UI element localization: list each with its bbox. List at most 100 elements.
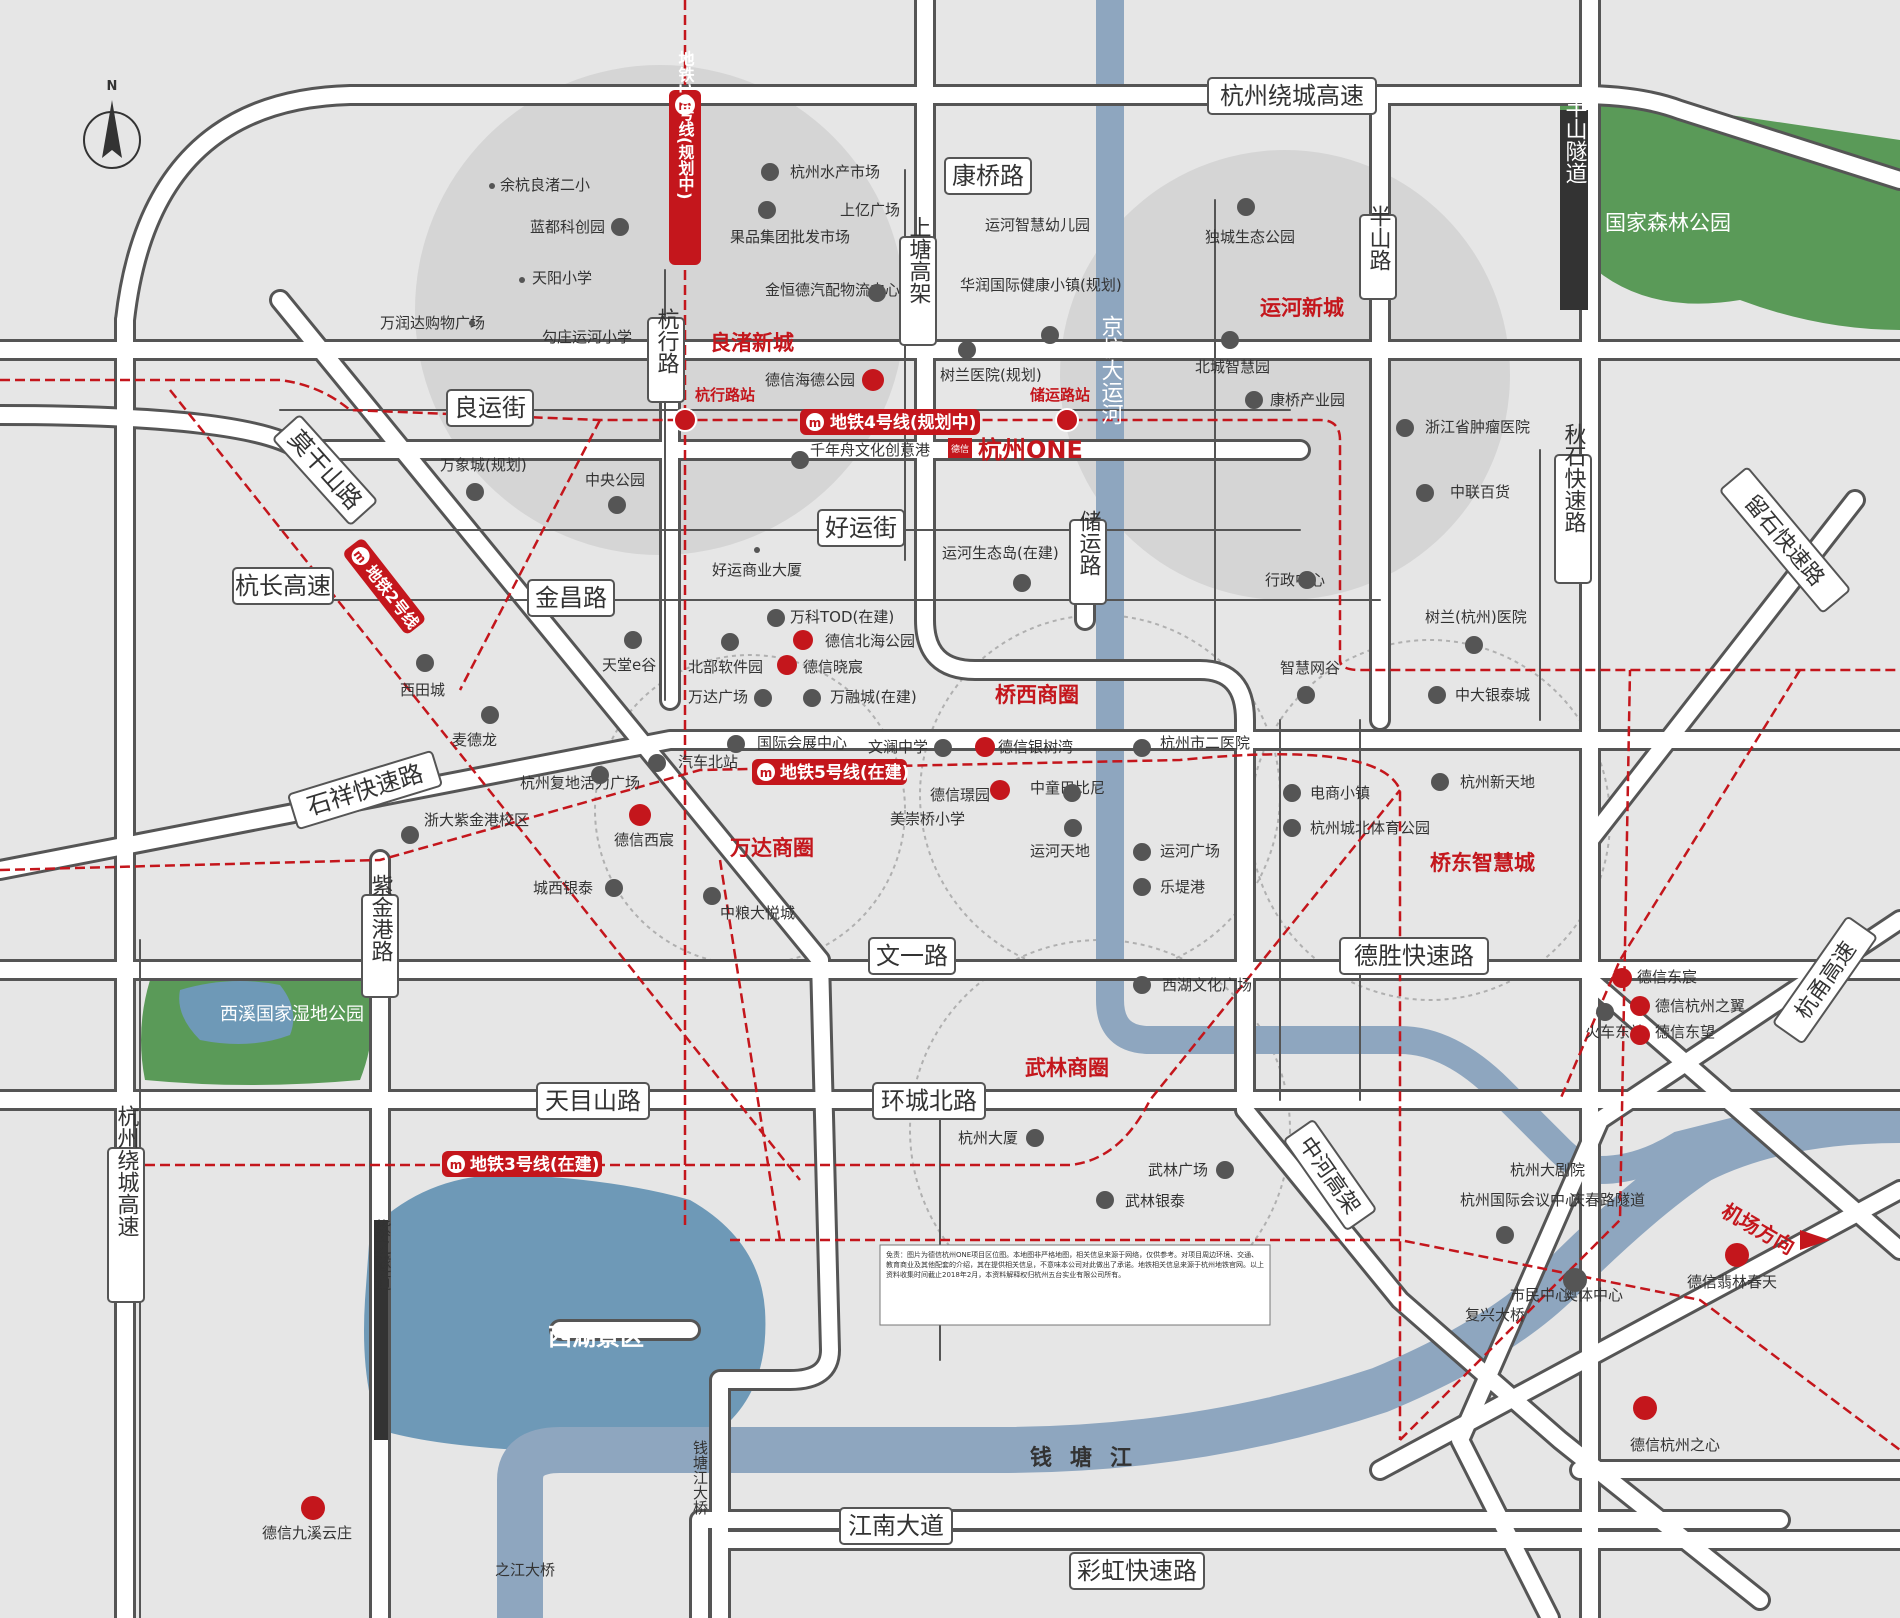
tiantang-icon: [624, 631, 642, 649]
poi-admin: 行政中心: [1265, 571, 1325, 589]
metro-line3-badge: m 地铁3号线(在建): [442, 1151, 602, 1177]
xintiandi-icon: [1431, 773, 1449, 791]
zhongtong-icon: [1063, 784, 1081, 802]
poi-xiaochen: 德信晓宸: [803, 658, 863, 676]
poi-fuxing: 复兴大桥: [1465, 1306, 1525, 1324]
poi-qiannianzhou: 千年舟文化创意港: [810, 441, 930, 459]
road-qiushi-label: 秋石快速路: [1561, 423, 1587, 533]
beibu-icon: [721, 633, 739, 651]
poi-dongwang: 德信东望: [1655, 1023, 1715, 1041]
road-haoyun-label: 好运街: [825, 514, 897, 542]
poi-huochedong: 火车东站: [1585, 1023, 1645, 1041]
road-hangchang-label: 杭长高速: [235, 572, 331, 600]
poi-beihai: 德信北海公园: [825, 632, 915, 650]
poi-qtbridge: 钱塘江大桥: [691, 1440, 709, 1515]
poi-jinhengde: 金恒德汽配物流中心: [765, 281, 900, 299]
ecology-island-icon: [1013, 574, 1031, 592]
road-desheng: 德胜快速路: [1339, 937, 1489, 975]
wandaplaza-icon: [754, 689, 772, 707]
poi-chengxi: 城西银泰: [533, 879, 593, 897]
zone-yunhe: [1060, 150, 1510, 600]
xixi-park-label: 西溪国家湿地公园: [220, 1004, 364, 1025]
yunhe-tiandi-icon: [1064, 819, 1082, 837]
wanke-icon: [767, 609, 785, 627]
poi-shangyi: 上亿广场: [840, 201, 900, 219]
park-labels: 国家森林公园 西溪国家湿地公园 西湖景区 钱塘江: [220, 211, 1731, 1471]
yuhang-school-dot-icon: [489, 183, 495, 189]
zhihui-icon: [1297, 686, 1315, 704]
poi-meizhen: 美崇桥小学: [890, 810, 965, 828]
metro-line4-label: 地铁4号线(规划中): [830, 412, 976, 433]
chuyun-station-label: 储运路站: [1030, 386, 1090, 404]
poi-generic-markers: [401, 163, 1614, 1292]
district-yunhe: 运河新城: [1260, 296, 1344, 320]
poi-heart: 德信杭州之心: [1630, 1436, 1720, 1454]
shulan-hz-icon: [1465, 636, 1483, 654]
road-zijingang-label: 紫金港路: [368, 874, 394, 962]
disclaimer-text: 免责：图片为德信杭州ONE项目区位图。本地图非严格地图，相关信息来源于网络，仅供…: [886, 1251, 1264, 1279]
poi-tianyang: 天阳小学: [532, 269, 592, 287]
metro-line10-icon: m: [678, 99, 692, 114]
zhonglian-icon: [1416, 484, 1434, 502]
tiyu-icon: [1283, 819, 1301, 837]
metro-line-east: [1399, 669, 1632, 1441]
road-wenyi-label: 文一路: [876, 942, 948, 970]
westlake-label: 西湖景区: [548, 1323, 644, 1351]
chuyun-station-icon: [1055, 408, 1079, 432]
poi-tiantang: 天堂e谷: [602, 656, 656, 674]
road-kangqiao-label: 康桥路: [952, 162, 1024, 190]
metro-line4-badge: m 地铁4号线(规划中): [800, 409, 980, 435]
xitian-icon: [416, 654, 434, 672]
road-hangchang: 杭长高速: [232, 567, 334, 605]
hangxing-station-label: 杭行路站: [695, 386, 755, 404]
hz2-icon: [1133, 739, 1151, 757]
metro-line3-path: [130, 789, 1401, 1167]
road-jiangnan: 江南大道: [839, 1507, 953, 1545]
road-caihong-label: 彩虹快速路: [1077, 1557, 1197, 1585]
poi-zhihui: 智慧网谷: [1280, 659, 1340, 677]
poi-zhiyi: 德信杭州之翼: [1655, 997, 1745, 1015]
metro-lines: [0, 0, 1900, 1451]
zhongyang-icon: [608, 496, 626, 514]
poi-wulin-sq: 武林广场: [1148, 1161, 1208, 1179]
zhiyi-pin-icon: [1630, 996, 1650, 1016]
poi-xintiandi: 杭州新天地: [1460, 773, 1535, 791]
poi-haide: 德信海德公园: [765, 371, 855, 389]
zone-liangzhu: [415, 65, 905, 555]
poi-ducheng: 独城生态公园: [1205, 228, 1295, 246]
poi-shulan-plan: 树兰医院(规划): [940, 366, 1042, 384]
poi-dexin-huan: 德信璟园: [930, 786, 990, 804]
poi-qichebei: 汽车北站: [678, 753, 738, 771]
poi-wanrong: 万融城(在建): [830, 688, 917, 706]
poi-qingchun: 庆春路隧道: [1570, 1191, 1645, 1209]
metro-line10-badge: m: [669, 90, 701, 265]
guozhan-icon: [727, 735, 745, 753]
poi-xitian: 西田城: [400, 681, 445, 699]
road-liangyun: 良运街: [446, 389, 534, 427]
road-jinchang: 金昌路: [527, 579, 615, 617]
wanrong-icon: [803, 689, 821, 707]
zizhi-tunnel-bar: [374, 1220, 388, 1440]
poi-yunhe-tiandi: 运河天地: [1030, 842, 1090, 860]
yinshu-pin-icon: [975, 737, 995, 757]
train-station-icon: [1596, 1003, 1614, 1021]
hzdasha-icon: [1026, 1129, 1044, 1147]
poi-zhongda: 中大银泰城: [1455, 686, 1530, 704]
poi-landu: 蓝都科创园: [530, 218, 605, 236]
road-hangzhou-ring-top: 杭州绕城高速: [1207, 77, 1377, 115]
poi-beicheng: 北城智慧园: [1195, 358, 1270, 376]
poi-yunhe-square: 运河广场: [1160, 842, 1220, 860]
poi-jiuxi: 德信九溪云庄: [262, 1524, 352, 1542]
poi-dianshang: 电商小镇: [1310, 784, 1370, 802]
qiantang-label: 钱塘江: [1030, 1445, 1150, 1471]
admin-icon: [1298, 571, 1316, 589]
road-haoyun: 好运街: [817, 509, 905, 547]
road-caihong: 彩虹快速路: [1069, 1552, 1205, 1590]
poi-guozhan: 国际会展中心: [757, 734, 847, 752]
poi-citizen: 市民中心: [1510, 1286, 1570, 1304]
road-wenyi: 文一路: [868, 937, 956, 975]
jinhengde-icon: [868, 284, 886, 302]
project-name: 杭州ONE: [978, 436, 1083, 464]
wanxiang-icon: [466, 483, 484, 501]
